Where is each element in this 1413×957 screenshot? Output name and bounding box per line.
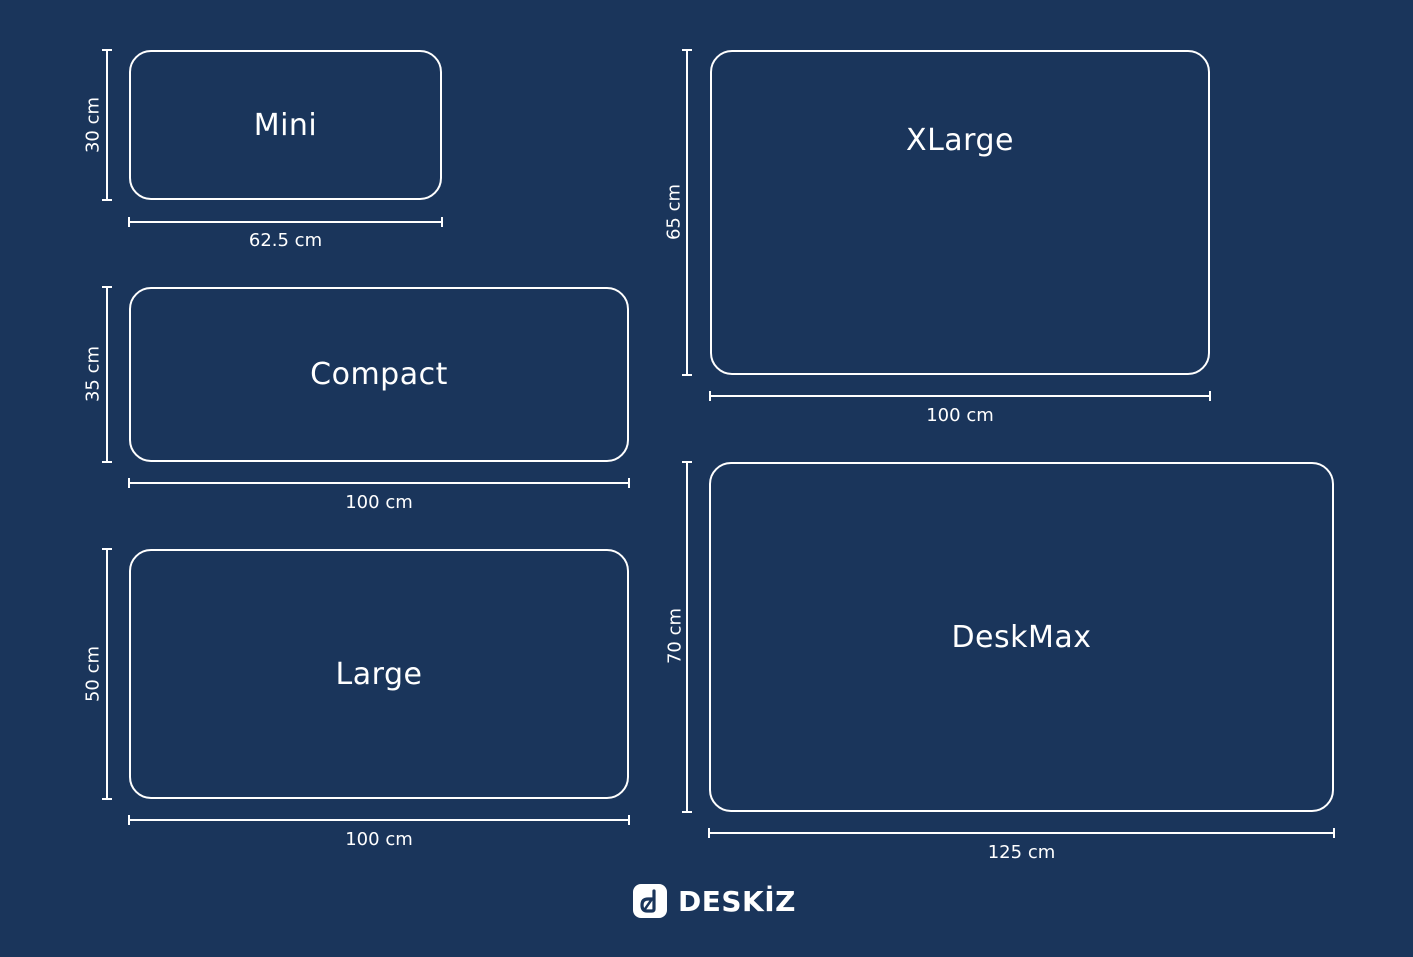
width-dimension-xlarge bbox=[709, 391, 1211, 401]
pad-compact: Compact bbox=[129, 287, 629, 462]
pad-deskmax: DeskMax bbox=[709, 462, 1334, 812]
height-label-xlarge: 65 cm bbox=[663, 183, 685, 241]
width-dimension-mini bbox=[128, 217, 443, 227]
width-dimension-compact bbox=[128, 478, 630, 488]
height-dimension-compact bbox=[102, 286, 112, 463]
width-dimension-large bbox=[128, 815, 630, 825]
height-label-deskmax: 70 cm bbox=[664, 607, 686, 665]
deskiz-logo-icon bbox=[633, 884, 667, 918]
height-dimension-large bbox=[102, 548, 112, 800]
brand-logo: DESKİZ bbox=[633, 883, 796, 919]
pad-name-deskmax: DeskMax bbox=[951, 619, 1092, 655]
height-label-compact: 35 cm bbox=[82, 345, 104, 403]
pad-name-compact: Compact bbox=[310, 357, 448, 392]
height-dimension-mini bbox=[102, 49, 112, 201]
pad-name-mini: Mini bbox=[253, 107, 318, 143]
width-label-large: 100 cm bbox=[345, 829, 413, 850]
pad-name-xlarge: XLarge bbox=[906, 123, 1014, 158]
height-dimension-deskmax bbox=[682, 461, 692, 813]
width-label-xlarge: 100 cm bbox=[926, 405, 994, 426]
width-label-deskmax: 125 cm bbox=[987, 842, 1056, 863]
height-label-large: 50 cm bbox=[82, 645, 104, 703]
width-label-mini: 62.5 cm bbox=[248, 230, 323, 251]
pad-name-large: Large bbox=[335, 656, 423, 692]
height-label-mini: 30 cm bbox=[82, 96, 104, 154]
brand-name: DESKİZ bbox=[678, 884, 796, 918]
height-dimension-xlarge bbox=[682, 49, 692, 376]
pad-xlarge: XLarge bbox=[710, 50, 1210, 375]
width-dimension-deskmax bbox=[708, 828, 1335, 838]
pad-large: Large bbox=[129, 549, 629, 799]
width-label-compact: 100 cm bbox=[345, 492, 413, 513]
pad-mini: Mini bbox=[129, 50, 442, 200]
